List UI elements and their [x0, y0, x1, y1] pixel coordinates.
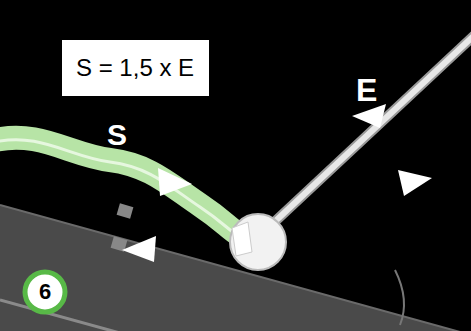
tool-rod-core	[268, 30, 471, 228]
dimension-arrow	[158, 168, 192, 196]
tool-ball	[230, 214, 286, 270]
dimension-label: S	[107, 120, 127, 150]
tool-rod	[268, 30, 471, 228]
dimension-label: E	[356, 74, 377, 106]
callout-number: 6	[39, 281, 51, 303]
dimension-arrow	[352, 104, 386, 128]
surface	[0, 205, 471, 331]
sealant-bead	[0, 138, 248, 238]
gap-mark	[117, 203, 134, 218]
surface-edge	[0, 205, 471, 331]
dimension-arrow	[122, 236, 156, 262]
tool-nozzle	[232, 222, 252, 256]
formula-box: S = 1,5 x E	[62, 40, 209, 96]
callout-circle	[25, 272, 65, 312]
angle-arc	[395, 270, 404, 325]
dimension-arrow	[398, 170, 432, 196]
sealant-highlight	[0, 140, 246, 238]
formula-text: S = 1,5 x E	[76, 54, 195, 82]
